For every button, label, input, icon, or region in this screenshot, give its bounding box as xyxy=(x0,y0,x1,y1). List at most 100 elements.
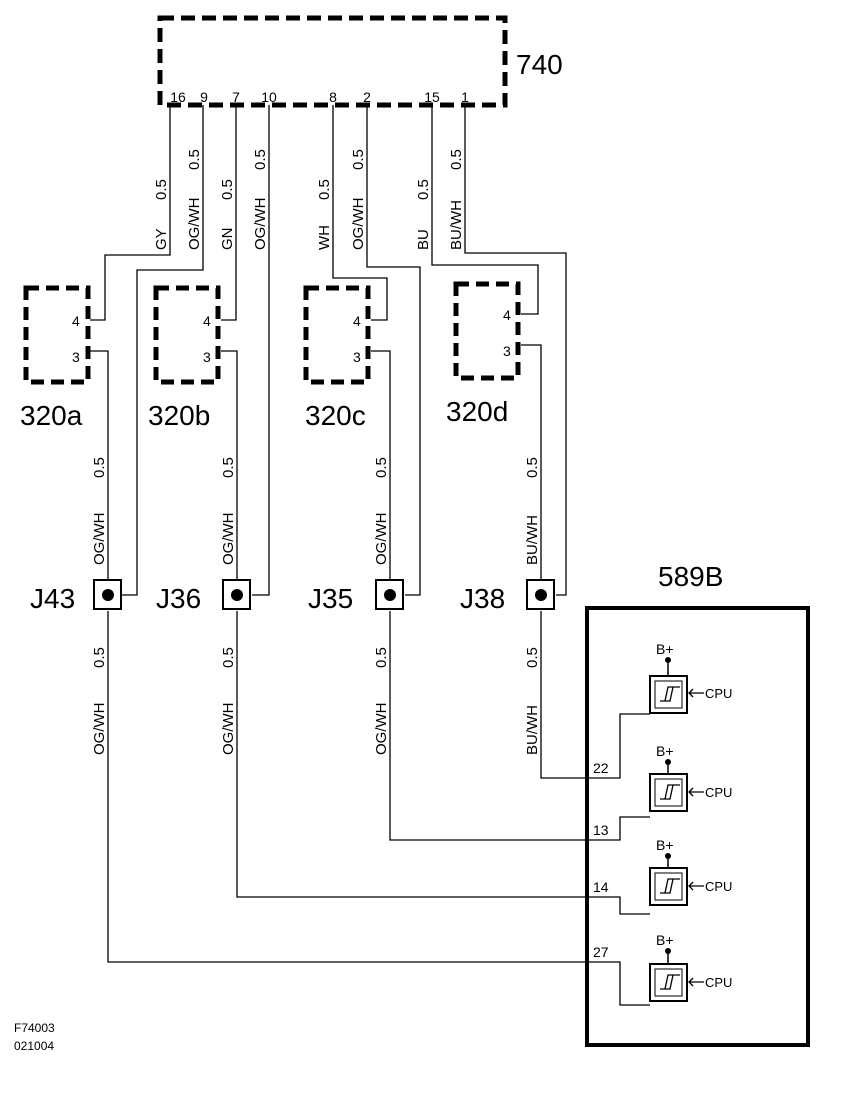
wire-color-mid-d: BU/WH xyxy=(524,515,541,565)
wire-labels-middle: OG/WH 0.5 OG/WH 0.5 OG/WH 0.5 BU/WH 0.5 xyxy=(91,457,541,565)
driver-channel-2: B+ CPU xyxy=(649,743,732,812)
wire-color-mid-c: OG/WH xyxy=(373,513,390,566)
driver-inner-1 xyxy=(654,680,683,709)
cpu-label-4: CPU xyxy=(705,975,732,990)
supply-label-3: B+ xyxy=(656,837,674,853)
sensor-320d-label: 320d xyxy=(446,396,508,427)
junction-j35-dot xyxy=(384,589,396,601)
wire-size-mid-c: 0.5 xyxy=(373,457,390,478)
junction-j36-dot xyxy=(231,589,243,601)
wire-color-low-d: BU/WH xyxy=(524,705,541,755)
wire-j36-to-14 xyxy=(236,611,650,915)
wire-j35-to-13 xyxy=(389,611,650,841)
arrow-left-icon-3 xyxy=(688,881,704,891)
wire-size-mid-a: 0.5 xyxy=(91,457,108,478)
module-589b-label: 589B xyxy=(658,561,723,592)
sensor-320d-pin-4: 4 xyxy=(503,307,511,323)
module-pin-27: 27 xyxy=(593,944,609,960)
driver-box-2 xyxy=(649,773,688,812)
sensor-320c-pin-3: 3 xyxy=(353,349,361,365)
sensor-320c-label: 320c xyxy=(305,400,366,431)
wire-size-ogwh-2: 0.5 xyxy=(350,149,367,170)
ecu-740: 740 16 9 7 10 8 2 15 1 xyxy=(157,15,563,108)
ecu-pin-9: 9 xyxy=(200,89,208,105)
wire-labels-lower: OG/WH 0.5 OG/WH 0.5 OG/WH 0.5 BU/WH 0.5 xyxy=(91,647,541,755)
wire-j43-to-27 xyxy=(107,611,650,1006)
junction-j38: J38 xyxy=(460,579,555,614)
junction-j38-label: J38 xyxy=(460,583,505,614)
wire-color-gn: GN xyxy=(219,228,236,251)
driver-inner-3 xyxy=(654,872,683,901)
module-pin-22: 22 xyxy=(593,760,609,776)
sensor-320b-pin-4: 4 xyxy=(203,313,211,329)
supply-label-1: B+ xyxy=(656,641,674,657)
wire-color-bu: BU xyxy=(415,229,432,250)
wire-size-bu: 0.5 xyxy=(415,179,432,200)
sensor-320b: 4 3 320b xyxy=(148,285,221,431)
ecu-740-box xyxy=(157,15,508,108)
figure-date: 021004 xyxy=(14,1039,54,1053)
driver-inner-4 xyxy=(654,968,683,997)
wire-color-low-c: OG/WH xyxy=(373,703,390,756)
wire-gy-16 xyxy=(90,105,171,321)
arrow-left-icon-4 xyxy=(688,977,704,987)
junction-j38-dot xyxy=(535,589,547,601)
module-pin-13: 13 xyxy=(593,822,609,838)
junction-j36-label: J36 xyxy=(156,583,201,614)
cpu-label-3: CPU xyxy=(705,879,732,894)
wire-size-low-d: 0.5 xyxy=(524,647,541,668)
sensor-320b-label: 320b xyxy=(148,400,210,431)
supply-dot-3 xyxy=(665,853,671,859)
wire-gn-7 xyxy=(221,105,237,321)
sensor-320a-pin-3: 3 xyxy=(72,349,80,365)
driver-box-3 xyxy=(649,867,688,906)
wire-color-wh: WH xyxy=(316,225,333,250)
supply-dot-2 xyxy=(665,759,671,765)
wire-size-low-c: 0.5 xyxy=(373,647,390,668)
wire-size-wh: 0.5 xyxy=(316,179,333,200)
wire-size-buwh-1: 0.5 xyxy=(448,149,465,170)
supply-dot-1 xyxy=(665,657,671,663)
wire-buwh-1 xyxy=(464,105,567,596)
driver-box-1 xyxy=(649,675,688,714)
junction-j35: J35 xyxy=(308,579,404,614)
ecu-pin-15: 15 xyxy=(424,89,440,105)
sensor-320a-label: 320a xyxy=(20,400,83,431)
wire-color-mid-b: OG/WH xyxy=(220,513,237,566)
wire-j38-to-22 xyxy=(540,611,650,779)
wire-size-ogwh-10: 0.5 xyxy=(252,149,269,170)
module-589b: 589B 22 13 14 27 B+ CPU B+ CPU xyxy=(585,561,810,1047)
wire-320a-3 xyxy=(90,350,109,582)
wire-color-buwh-1: BU/WH xyxy=(448,200,465,250)
sensor-320d-pin-3: 3 xyxy=(503,343,511,359)
sensor-320d: 4 3 320d xyxy=(446,281,521,427)
ecu-pin-2: 2 xyxy=(363,89,371,105)
driver-channel-4: B+ CPU xyxy=(649,932,732,1002)
wire-bu-15 xyxy=(431,105,539,315)
wire-size-mid-d: 0.5 xyxy=(524,457,541,478)
driver-channel-1: B+ CPU xyxy=(649,641,732,714)
sensor-320c: 4 3 320c xyxy=(303,285,371,431)
wires xyxy=(90,105,650,1006)
wire-320d-3 xyxy=(521,344,542,582)
wire-320c-3 xyxy=(371,350,391,582)
junction-j35-label: J35 xyxy=(308,583,353,614)
driver-inner-2 xyxy=(654,778,683,807)
wire-size-mid-b: 0.5 xyxy=(220,457,237,478)
wire-size-low-a: 0.5 xyxy=(91,647,108,668)
wire-color-ogwh-2: OG/WH xyxy=(350,198,367,251)
junction-j36: J36 xyxy=(156,579,251,614)
wire-color-mid-a: OG/WH xyxy=(91,513,108,566)
module-pin-14: 14 xyxy=(593,879,609,895)
arrow-left-icon-2 xyxy=(688,787,704,797)
wire-color-ogwh-9: OG/WH xyxy=(186,198,203,251)
sensor-320c-box xyxy=(303,285,371,385)
ecu-pin-8: 8 xyxy=(329,89,337,105)
sensor-320d-box xyxy=(453,281,521,381)
figure-reference: F74003 021004 xyxy=(14,1021,55,1053)
ecu-740-label: 740 xyxy=(516,49,563,80)
wire-color-gy: GY xyxy=(153,228,170,250)
junction-j43: J43 xyxy=(30,579,122,614)
wire-labels-upper: GY 0.5 OG/WH 0.5 GN 0.5 OG/WH 0.5 WH 0.5… xyxy=(153,149,465,250)
